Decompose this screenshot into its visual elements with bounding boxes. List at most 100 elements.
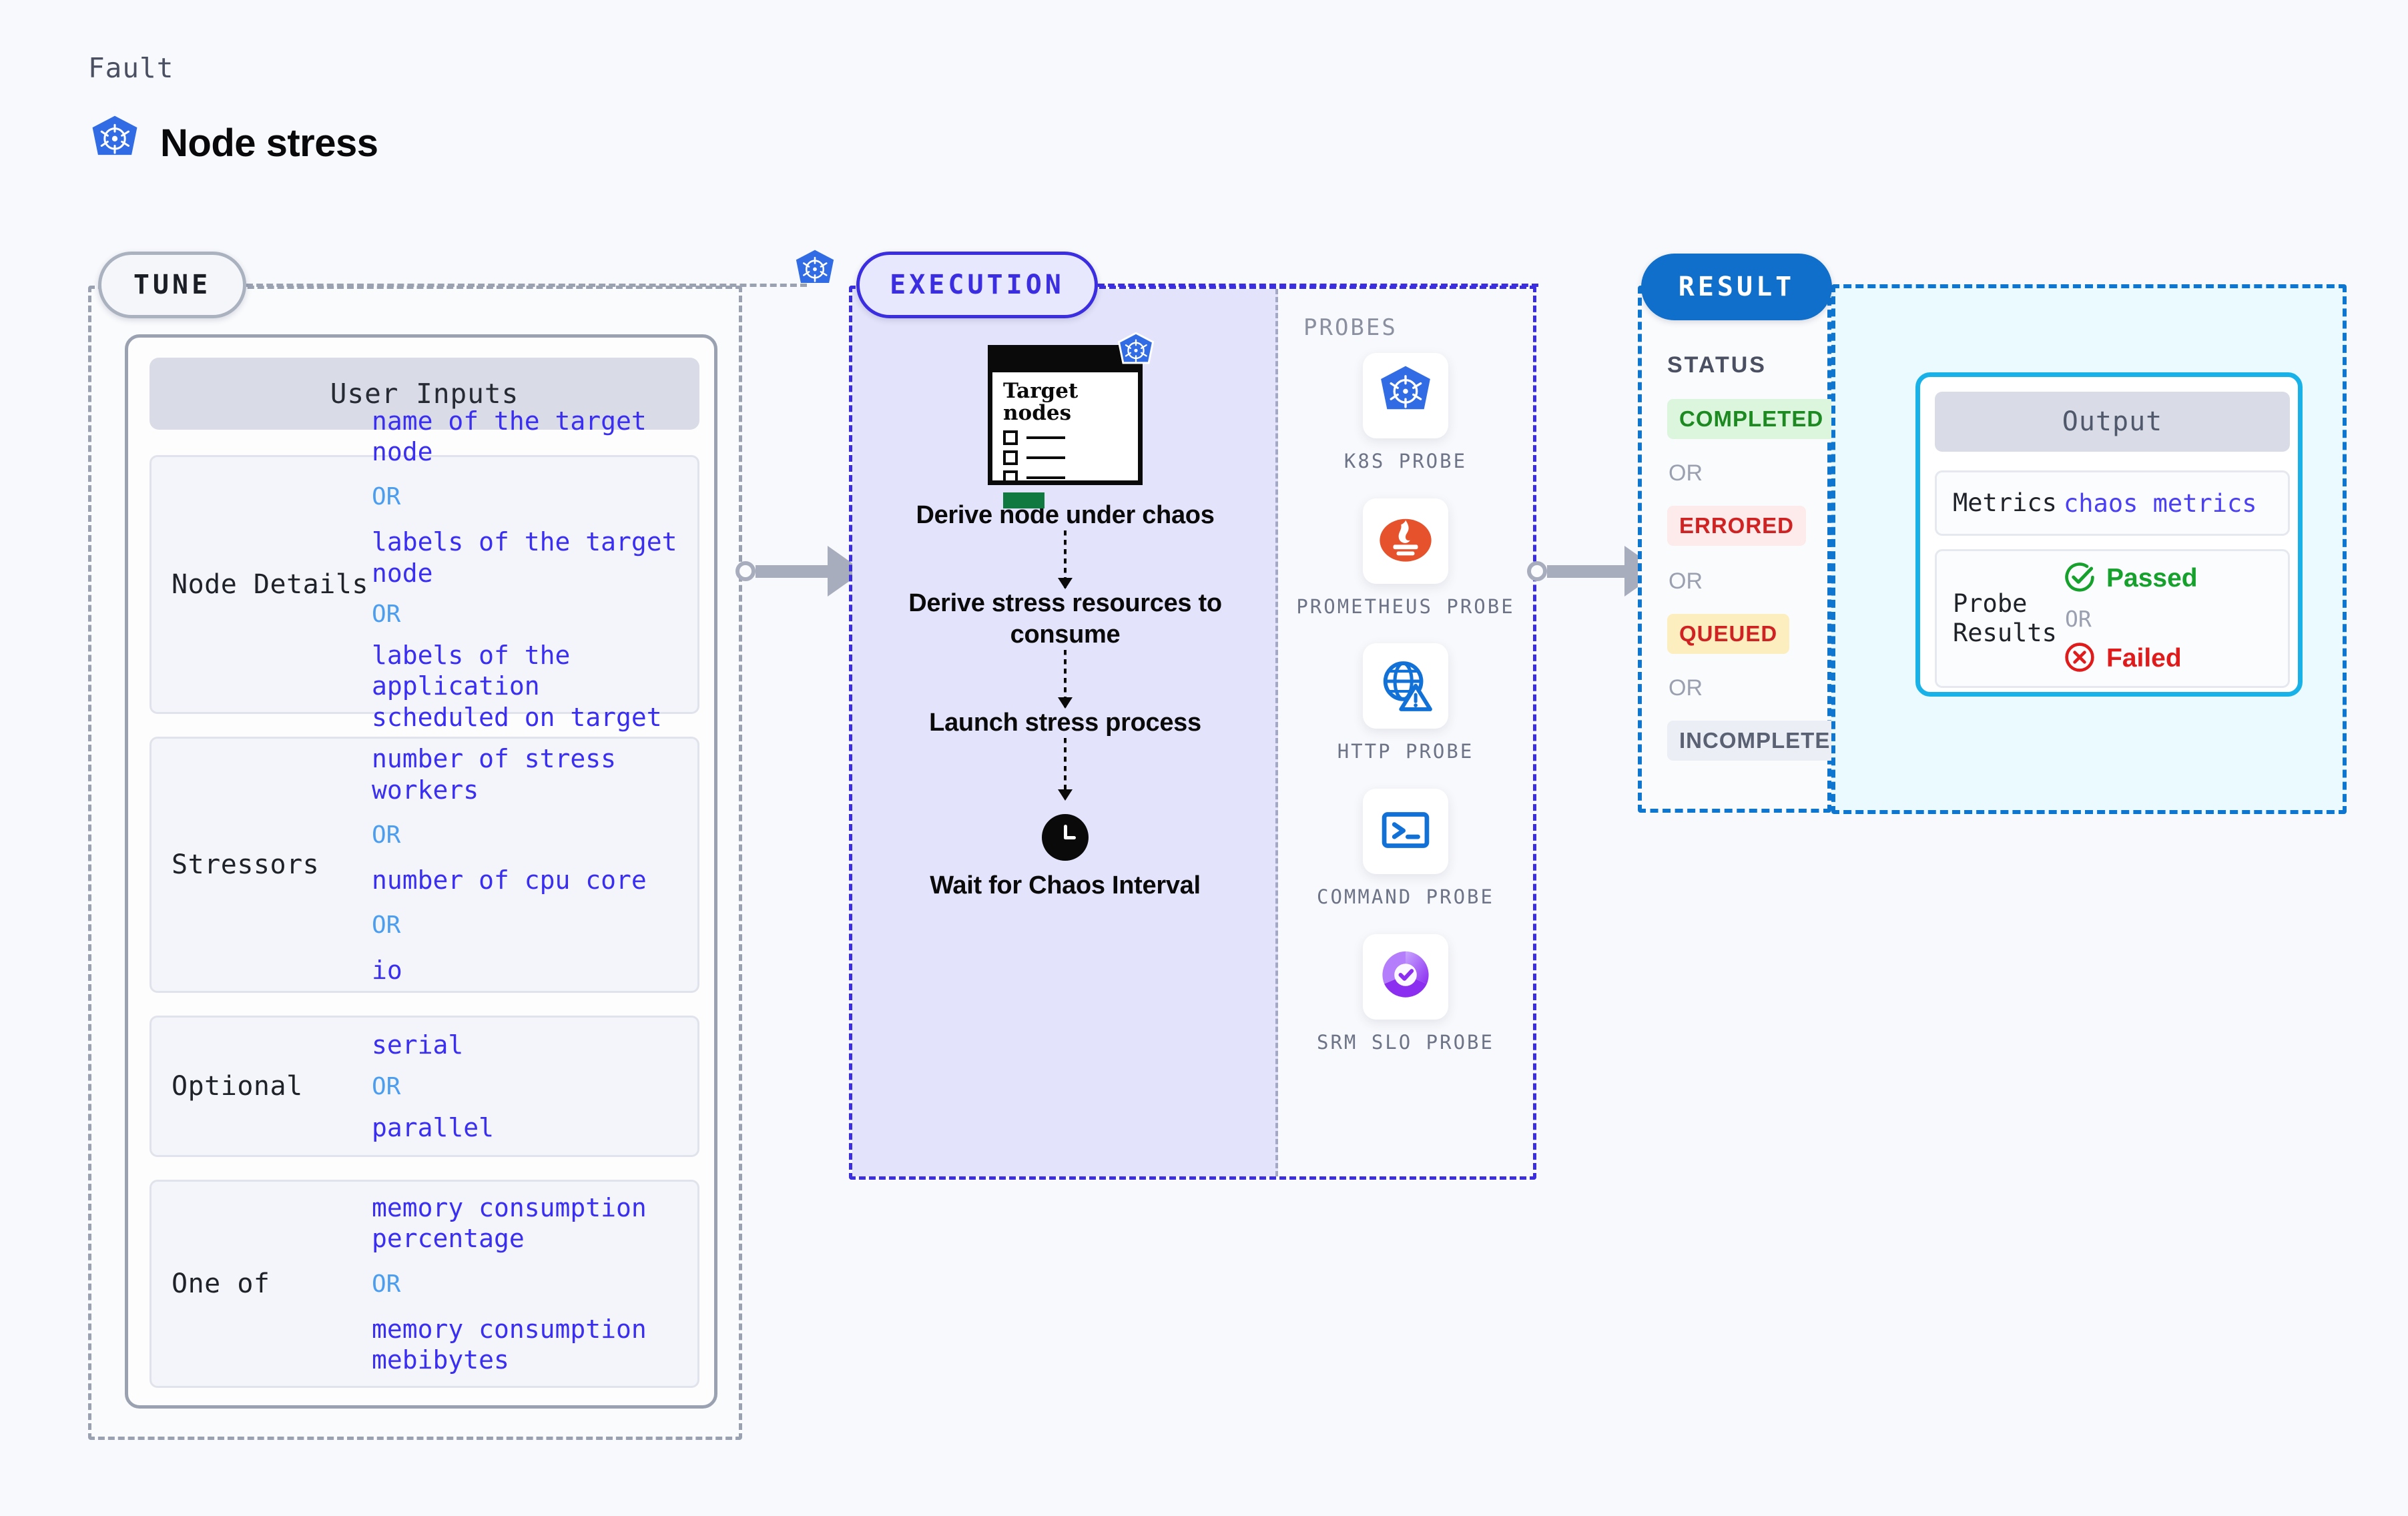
flow-step-wait-interval: Wait for Chaos Interval [852, 814, 1278, 901]
check-circle-icon [2064, 561, 2096, 597]
tune-dash-line [246, 284, 807, 287]
input-row-label: Stressors [172, 849, 320, 880]
input-row-values: number of stress workers OR number of cp… [372, 743, 697, 986]
target-nodes-title-line1: Target [1003, 379, 1079, 403]
probe-results-values: Passed OR Failed [2064, 561, 2198, 677]
target-nodes-card: Target nodes [988, 332, 1155, 508]
input-value: number of cpu core [372, 865, 647, 895]
kubernetes-icon [89, 115, 140, 171]
execution-badge[interactable]: EXECUTION [856, 252, 1098, 318]
probe-tile [1363, 789, 1448, 875]
flow-arrow [1058, 530, 1073, 590]
probe-label: PROMETHEUS PROBE [1296, 595, 1515, 618]
target-nodes-title: Target nodes [1003, 380, 1138, 425]
probe-tile [1363, 933, 1448, 1020]
flow-step-derive-node: Target nodes Derive node under chaos [852, 332, 1278, 530]
input-value: serial [372, 1030, 464, 1060]
output-title: Output [1935, 392, 2290, 452]
execution-flow: Target nodes Derive node under chaos [852, 332, 1278, 901]
checklist-item [1003, 450, 1138, 465]
probe-item-srm-slo[interactable]: SRM SLO PROBE [1278, 933, 1533, 1056]
target-nodes-title-line2: nodes [1003, 401, 1072, 426]
user-inputs-card: User Inputs Node Details name of the tar… [125, 334, 717, 1409]
input-value: number of stress workers [372, 744, 617, 805]
prometheus-icon [1378, 511, 1434, 571]
checkbox-icon [1003, 470, 1018, 485]
globe-warning-icon [1378, 657, 1434, 716]
input-row-values: memory consumption percentage OR memory … [372, 1192, 697, 1375]
input-row-one-of: One of memory consumption percentage OR … [149, 1180, 699, 1388]
tune-badge[interactable]: TUNE [98, 252, 246, 318]
probe-tile [1363, 498, 1448, 584]
kubernetes-icon [1378, 365, 1434, 427]
or-separator: OR [372, 1270, 401, 1298]
input-row-optional: Optional serial OR parallel [149, 1016, 699, 1157]
checkbox-icon [1003, 450, 1018, 465]
probe-result-label: Failed [2106, 644, 2182, 673]
input-value: io [372, 956, 402, 986]
probes-list: K8S PROBE PROMETHEUS PROBE [1278, 353, 1533, 1079]
probe-label: SRM SLO PROBE [1317, 1030, 1494, 1054]
probes-column: PROBES K8S PROBE P [1278, 289, 1533, 1176]
checkbox-icon [1003, 430, 1018, 445]
tune-panel: TUNE User Inputs Node Details name of th… [88, 250, 834, 1440]
connector-knob [735, 561, 756, 581]
flow-step-derive-resources: Derive stress resources to consume [852, 588, 1278, 650]
or-separator: OR [372, 601, 401, 628]
output-row-label: Metrics [1953, 488, 2057, 517]
user-inputs-title: User Inputs [149, 358, 699, 430]
or-separator: OR [372, 911, 401, 939]
input-row-node-details: Node Details name of the target node OR … [149, 406, 699, 763]
input-value: parallel [372, 1112, 495, 1142]
fault-title-row: Node stress [89, 115, 378, 171]
flow-arrow [1058, 650, 1073, 709]
kubernetes-icon [1117, 332, 1155, 376]
or-separator: OR [372, 483, 401, 511]
flow-step-label: Derive node under chaos [916, 501, 1215, 529]
flow-step-launch-stress: Launch stress process [852, 707, 1278, 738]
input-value: memory consumption percentage [372, 1192, 647, 1254]
probe-result-label: Passed [2106, 564, 2198, 593]
status-badge-errored: ERRORED [1667, 506, 1807, 546]
placeholder-line [1026, 476, 1065, 479]
status-badge-incompleted: INCOMPLETED [1667, 721, 1859, 761]
x-circle-icon [2064, 641, 2096, 677]
flow-step-label: Launch stress process [929, 709, 1201, 737]
probe-item-command[interactable]: COMMAND PROBE [1278, 789, 1533, 910]
probe-tile [1363, 643, 1448, 729]
probe-item-http[interactable]: HTTP PROBE [1278, 643, 1533, 765]
probe-tile [1363, 353, 1448, 438]
output-row-metrics: Metrics chaos metrics [1935, 470, 2290, 536]
probes-label: PROBES [1303, 314, 1398, 341]
or-separator: OR [372, 1072, 401, 1100]
srm-slo-icon [1378, 947, 1434, 1006]
clock-icon [1042, 814, 1089, 861]
probe-item-k8s[interactable]: K8S PROBE [1278, 353, 1533, 474]
probe-item-prometheus[interactable]: PROMETHEUS PROBE [1278, 498, 1533, 620]
placeholder-line [1026, 436, 1065, 439]
execution-flow-column: Target nodes Derive node under chaos [852, 289, 1278, 1176]
input-row-label: One of [172, 1268, 270, 1299]
result-status-panel: RESULT STATUS COMPLETED OR ERRORED OR QU… [1638, 254, 1859, 813]
connector-knob [1527, 561, 1547, 581]
green-button-shape [1003, 492, 1044, 508]
or-separator: OR [1669, 675, 1703, 701]
probe-label: HTTP PROBE [1337, 740, 1474, 763]
input-row-stressors: Stressors number of stress workers OR nu… [149, 737, 699, 993]
execution-panel: Target nodes Derive node under chaos [849, 252, 1538, 1180]
connector-bar [756, 564, 829, 578]
checklist-item [1003, 430, 1138, 445]
kubernetes-icon [794, 249, 836, 298]
flow-step-label: Derive stress resources to consume [908, 589, 1222, 649]
connector-bar [1547, 564, 1626, 578]
flow-arrow [1058, 738, 1073, 801]
input-value: name of the target node [372, 406, 647, 466]
result-badge[interactable]: RESULT [1641, 254, 1832, 320]
input-row-values: serial OR parallel [372, 1030, 697, 1143]
status-title: STATUS [1667, 352, 1767, 378]
